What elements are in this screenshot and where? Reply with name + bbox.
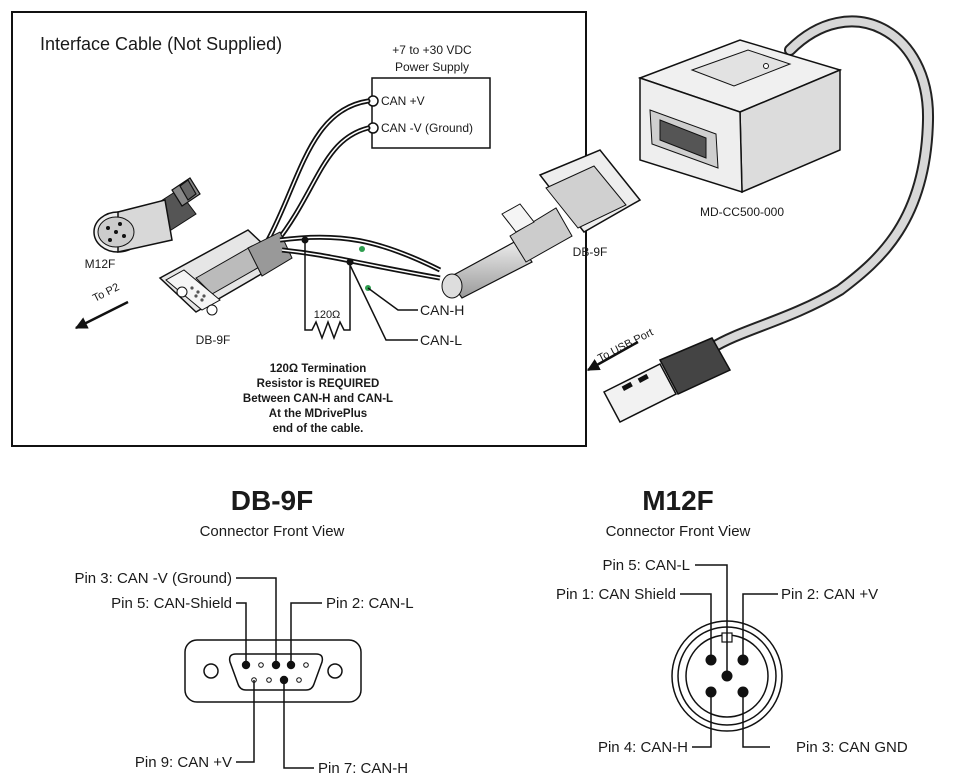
power-supply-title-2: Power Supply xyxy=(395,60,469,74)
db9f-view-subtitle: Connector Front View xyxy=(200,523,345,540)
can-pos-label: CAN +V xyxy=(381,94,425,108)
db9f-pin3-label: Pin 3: CAN -V (Ground) xyxy=(74,570,232,587)
box-title: Interface Cable (Not Supplied) xyxy=(40,34,282,54)
db9f-right-label: DB-9F xyxy=(573,245,608,259)
svg-text:Resistor is REQUIRED: Resistor is REQUIRED xyxy=(257,378,380,390)
converter-label: MD-CC500-000 xyxy=(700,205,784,219)
m12f-view-subtitle: Connector Front View xyxy=(606,523,751,540)
m12f-pin3-label: Pin 3: CAN GND xyxy=(796,739,908,756)
power-supply-box xyxy=(371,77,491,149)
power-supply-title-1: +7 to +30 VDC xyxy=(392,43,472,57)
can-leaders xyxy=(349,264,418,341)
to-p2-arrow xyxy=(74,300,129,330)
termination-note: 120Ω Termination Resistor is REQUIRED Be… xyxy=(243,363,393,435)
can-neg-label: CAN -V (Ground) xyxy=(381,121,473,135)
can-cable xyxy=(279,234,442,281)
m12f-pin1-label: Pin 1: CAN Shield xyxy=(556,586,676,603)
junction-left xyxy=(301,236,309,244)
m12f-label: M12F xyxy=(85,257,116,271)
m12f-plug xyxy=(93,177,201,253)
m12f-leaders xyxy=(680,564,778,748)
can-l-label: CAN-L xyxy=(420,332,462,348)
resistor-label: 120Ω xyxy=(314,309,341,321)
power-wires xyxy=(265,98,371,247)
svg-text:120Ω Termination: 120Ω Termination xyxy=(270,363,367,375)
db9f-mount-hole-right xyxy=(327,663,343,679)
db9f-left-label: DB-9F xyxy=(196,333,231,347)
can-h-label: CAN-H xyxy=(420,302,464,318)
db9f-right-connector xyxy=(441,149,642,299)
junction-right-top xyxy=(346,258,354,266)
db9f-mount-hole-left xyxy=(203,663,219,679)
m12f-pin4-label: Pin 4: CAN-H xyxy=(598,739,688,756)
usb-plug xyxy=(602,337,732,423)
db9f-pin2-label: Pin 2: CAN-L xyxy=(326,595,414,612)
m12f-pin5-label: Pin 5: CAN-L xyxy=(602,557,690,574)
termination-resistor xyxy=(304,240,351,341)
db9f-leaders xyxy=(236,577,322,769)
md-cc500-converter xyxy=(637,39,843,194)
m12f-view-title: M12F xyxy=(642,485,714,516)
db9f-pin7-label: Pin 7: CAN-H xyxy=(318,760,408,775)
svg-text:Between CAN-H and CAN-L: Between CAN-H and CAN-L xyxy=(243,393,393,405)
power-supply: +7 to +30 VDC Power Supply CAN +V CAN -V… xyxy=(367,43,491,149)
usb-arrow xyxy=(586,340,639,372)
svg-text:end of the cable.: end of the cable. xyxy=(273,423,364,435)
db9f-left-connector xyxy=(158,229,293,316)
m12f-pin2-label: Pin 2: CAN +V xyxy=(781,586,878,603)
db9f-pin9-label: Pin 9: CAN +V xyxy=(135,754,232,771)
svg-text:At the MDrivePlus: At the MDrivePlus xyxy=(269,408,367,420)
db9f-pin5-label: Pin 5: CAN-Shield xyxy=(111,595,232,612)
db9f-front-view xyxy=(184,639,362,703)
usb-label: To USB Port xyxy=(596,327,655,365)
db9f-view-title: DB-9F xyxy=(231,485,313,516)
junction-green-1 xyxy=(359,246,365,252)
